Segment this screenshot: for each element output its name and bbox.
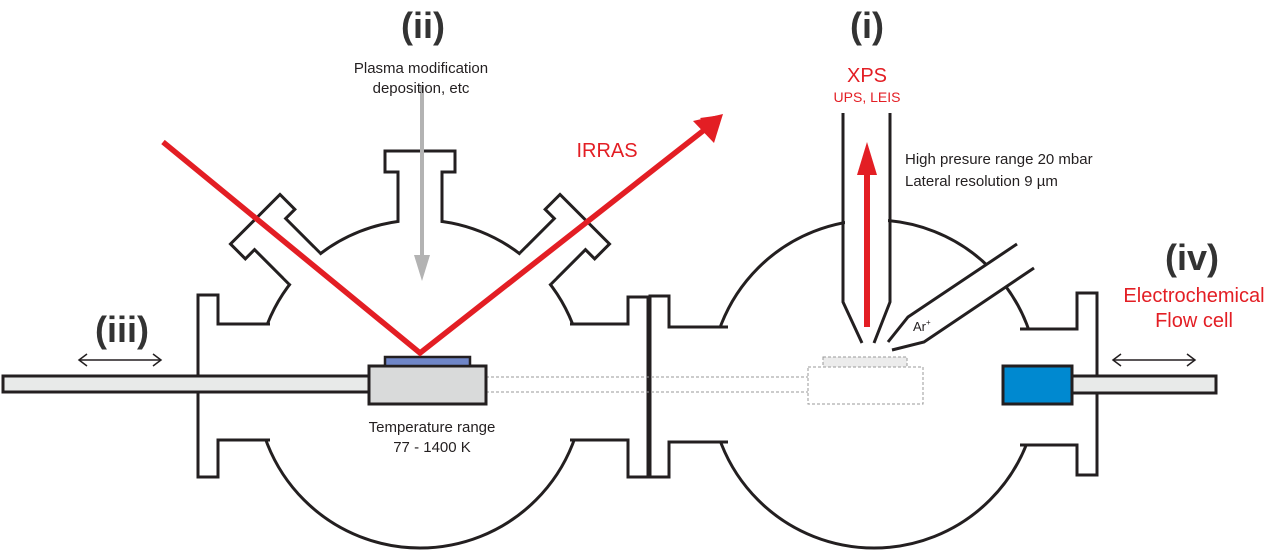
analyser-nozzle-left	[841, 113, 864, 344]
right-chamber-left-flange	[648, 294, 728, 479]
flow-cell-block	[1001, 364, 1074, 406]
left-chamber-right-flange	[570, 295, 650, 479]
ion-gun-upper	[886, 242, 1018, 343]
irras-beam	[161, 114, 723, 357]
analyser-nozzle-right	[872, 113, 892, 344]
ion-gun-lower	[891, 266, 1035, 352]
label-i: (i)	[850, 5, 884, 46]
resolution-label: Lateral resolution 9 µm	[905, 173, 1058, 190]
ar-label: Ar+	[913, 318, 931, 334]
transfer-path	[486, 356, 924, 405]
label-iv: (iv)	[1165, 237, 1219, 278]
plasma-arrow	[414, 85, 430, 281]
sample-plate	[383, 355, 472, 368]
ups-leis-label: UPS, LEIS	[834, 89, 901, 105]
label-ii: (ii)	[401, 5, 445, 46]
manipulator-rod	[1, 374, 371, 394]
plasma-label-line2: deposition, etc	[373, 80, 470, 97]
flow-cell-double-arrow	[1111, 353, 1197, 367]
irras-label: IRRAS	[576, 140, 637, 162]
temperature-label-line2: 77 - 1400 K	[393, 439, 471, 456]
plasma-label-line1: Plasma modification	[354, 60, 488, 77]
label-iii: (iii)	[95, 309, 149, 350]
sample-holder	[367, 364, 488, 406]
pressure-label: High presure range 20 mbar	[905, 151, 1093, 168]
manipulator-double-arrow	[77, 353, 163, 367]
xps-arrow	[857, 142, 877, 327]
electrochemical-label: Electrochemical	[1123, 285, 1264, 307]
flow-cell-label: Flow cell	[1155, 310, 1233, 332]
temperature-label-line1: Temperature range	[369, 419, 496, 436]
flow-cell-rod	[1070, 374, 1218, 395]
xps-label: XPS	[847, 65, 887, 87]
